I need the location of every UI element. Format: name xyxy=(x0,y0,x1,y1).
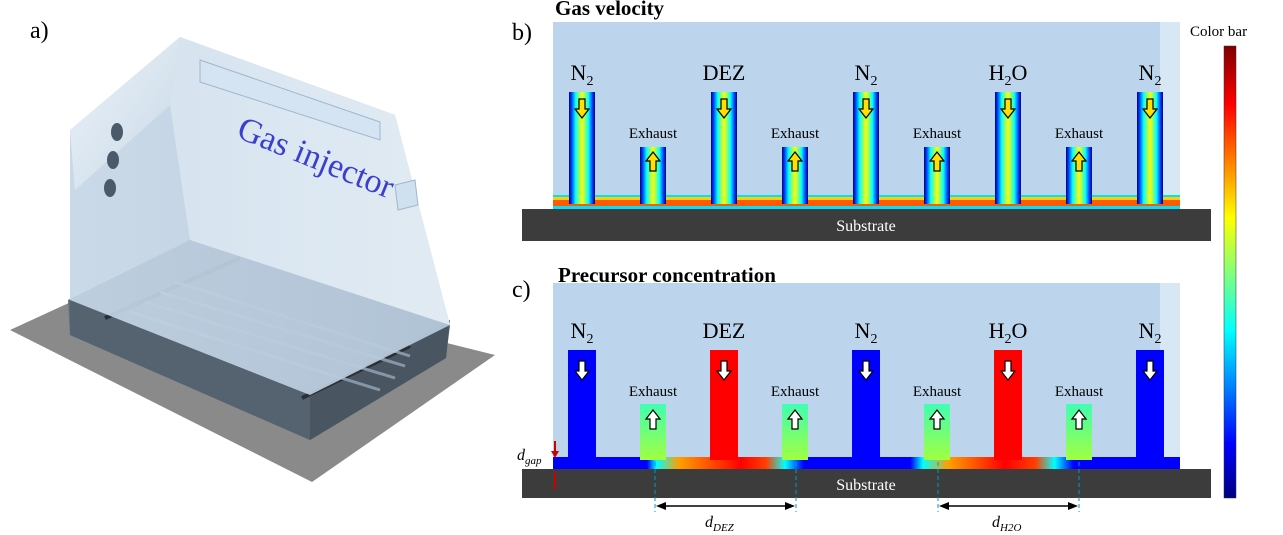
panel-b-title: Gas velocity xyxy=(555,0,665,20)
port-hole xyxy=(107,151,119,169)
dim-h2o-label: dH2O xyxy=(992,514,1021,534)
up-arrow-icon xyxy=(1070,151,1088,172)
up-arrow-icon xyxy=(786,409,804,430)
up-arrow-icon xyxy=(644,151,662,172)
inlet-label: N2 xyxy=(855,318,878,347)
up-arrow-icon xyxy=(928,151,946,172)
gap-symbol: dgap xyxy=(517,447,542,467)
dim-dez-subscript: DEZ xyxy=(712,522,735,534)
exhaust-label: Exhaust xyxy=(1055,384,1104,400)
down-arrow-icon xyxy=(715,98,733,119)
exhaust-label: Exhaust xyxy=(913,126,962,142)
inlet-label: N2 xyxy=(1139,318,1162,347)
panel-a-label: a) xyxy=(30,18,49,44)
substrate xyxy=(522,209,1211,241)
color-bar-label: Color bar xyxy=(1190,24,1247,40)
up-arrow-icon xyxy=(786,151,804,172)
exhaust-label: Exhaust xyxy=(771,384,820,400)
exhaust-label: Exhaust xyxy=(629,384,678,400)
down-arrow-icon xyxy=(573,98,591,119)
port-hole xyxy=(111,123,123,141)
inlet-label: DEZ xyxy=(703,60,746,85)
up-arrow-icon xyxy=(644,409,662,430)
gap-flow xyxy=(553,457,1180,469)
down-arrow-icon xyxy=(857,98,875,119)
top-window xyxy=(199,59,381,141)
exhaust-label: Exhaust xyxy=(1055,126,1104,142)
color-bar-scale xyxy=(1223,45,1237,499)
panel-c-label: c) xyxy=(512,277,531,303)
inlet-label: N2 xyxy=(1139,60,1162,89)
down-arrow-icon xyxy=(1141,360,1159,381)
substrate xyxy=(522,469,1211,498)
down-arrow-icon xyxy=(857,360,875,381)
substrate-label: Substrate xyxy=(836,218,896,235)
inlet-label: H2O xyxy=(989,318,1028,347)
down-arrow-icon xyxy=(999,98,1017,119)
substrate-label: Substrate xyxy=(836,477,896,494)
exhaust-channels: Exhaust Exhaust Exhaust Exhaust xyxy=(629,384,1104,460)
inlet-label: N2 xyxy=(571,60,594,89)
exhaust-channels: Exhaust Exhaust Exhaust Exhaust xyxy=(629,126,1104,204)
up-arrow-icon xyxy=(928,409,946,430)
down-arrow-icon xyxy=(999,360,1017,381)
inlet-channels: N2 DEZ N2 H2O N2 xyxy=(569,60,1163,204)
down-arrow-icon xyxy=(1141,98,1159,119)
color-bar: Color bar xyxy=(1190,24,1247,499)
panel-a: a) Gas injector xyxy=(10,18,495,482)
exhaust-label: Exhaust xyxy=(913,384,962,400)
exhaust-label: Exhaust xyxy=(771,126,820,142)
port-hole xyxy=(104,179,116,197)
up-arrow-icon xyxy=(1070,409,1088,430)
inlet-label: N2 xyxy=(855,60,878,89)
dim-dez-label: dDEZ xyxy=(705,514,735,534)
gap-subscript: gap xyxy=(525,455,542,467)
dim-h2o-subscript: H2O xyxy=(999,522,1021,534)
panel-b-label: b) xyxy=(512,20,532,46)
down-arrow-icon xyxy=(573,360,591,381)
inlet-label: DEZ xyxy=(703,318,746,343)
inlet-label: N2 xyxy=(571,318,594,347)
exhaust-label: Exhaust xyxy=(629,126,678,142)
down-arrow-icon xyxy=(715,360,733,381)
inlet-channels: N2 DEZ N2 H2O N2 xyxy=(568,318,1164,460)
inlet-label: H2O xyxy=(989,60,1028,89)
